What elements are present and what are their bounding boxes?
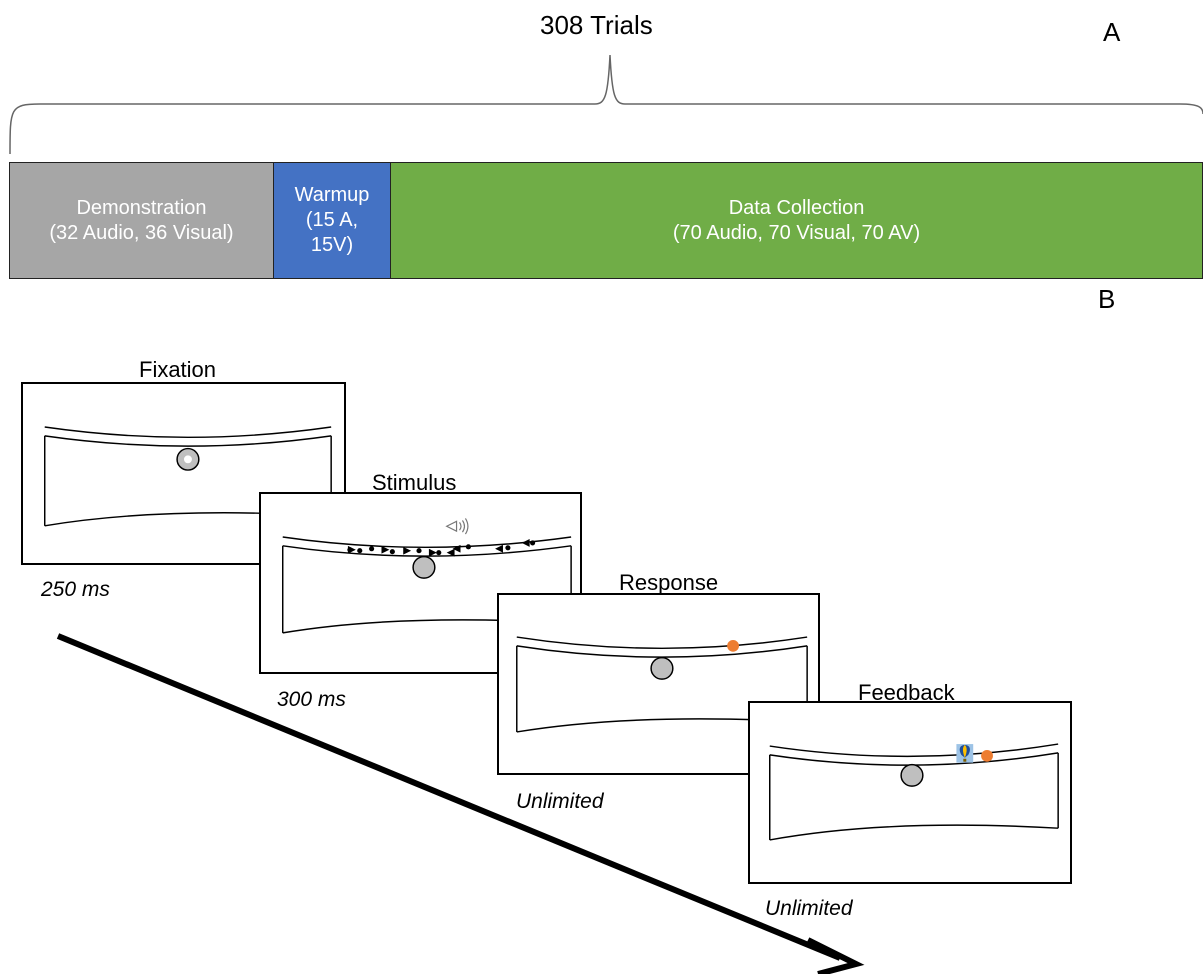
trials-brace (9, 54, 1203, 155)
step-label-feedback: Feedback (858, 680, 955, 705)
phase-warmup-counts-1: (15 A, (305, 209, 359, 231)
screen-response (497, 593, 820, 775)
duration-stimulus: 300 ms (277, 688, 346, 711)
response-marker (727, 639, 739, 652)
panel-b-letter: B (1098, 284, 1116, 314)
total-trials-label: 308 Trials (540, 10, 653, 40)
phase-demonstration: Demonstration (32 Audio, 36 Visual) (9, 162, 274, 279)
step-label-stimulus: Stimulus (372, 470, 457, 495)
phase-demonstration-name: Demonstration (76, 196, 207, 219)
speaker-icon (445, 518, 469, 535)
phase-data-collection-counts: (70 Audio, 70 Visual, 70 AV) (672, 221, 921, 244)
phase-demonstration-counts: (32 Audio, 36 Visual) (49, 221, 234, 244)
response-fixation-circle (650, 656, 674, 680)
balloon-icon (956, 744, 974, 763)
feedback-fixation-circle (900, 763, 924, 787)
duration-response: Unlimited (516, 790, 604, 813)
phase-warmup-name: Warmup (294, 184, 370, 206)
phase-warmup: Warmup (15 A, 15V) (273, 162, 391, 279)
moving-dots (347, 538, 536, 557)
phase-warmup-counts-2: 15V) (310, 234, 354, 256)
duration-fixation: 250 ms (41, 578, 110, 601)
step-label-fixation: Fixation (139, 357, 217, 382)
fixation-dot (183, 455, 192, 464)
phase-data-collection: Data Collection (70 Audio, 70 Visual, 70… (390, 162, 1203, 279)
stimulus-fixation-circle (412, 555, 436, 579)
duration-feedback: Unlimited (765, 897, 853, 920)
step-label-response: Response (619, 570, 719, 595)
phase-data-collection-name: Data Collection (728, 196, 865, 219)
feedback-response-marker (981, 749, 993, 762)
panel-a-letter: A (1103, 17, 1121, 47)
screen-feedback (748, 701, 1072, 884)
